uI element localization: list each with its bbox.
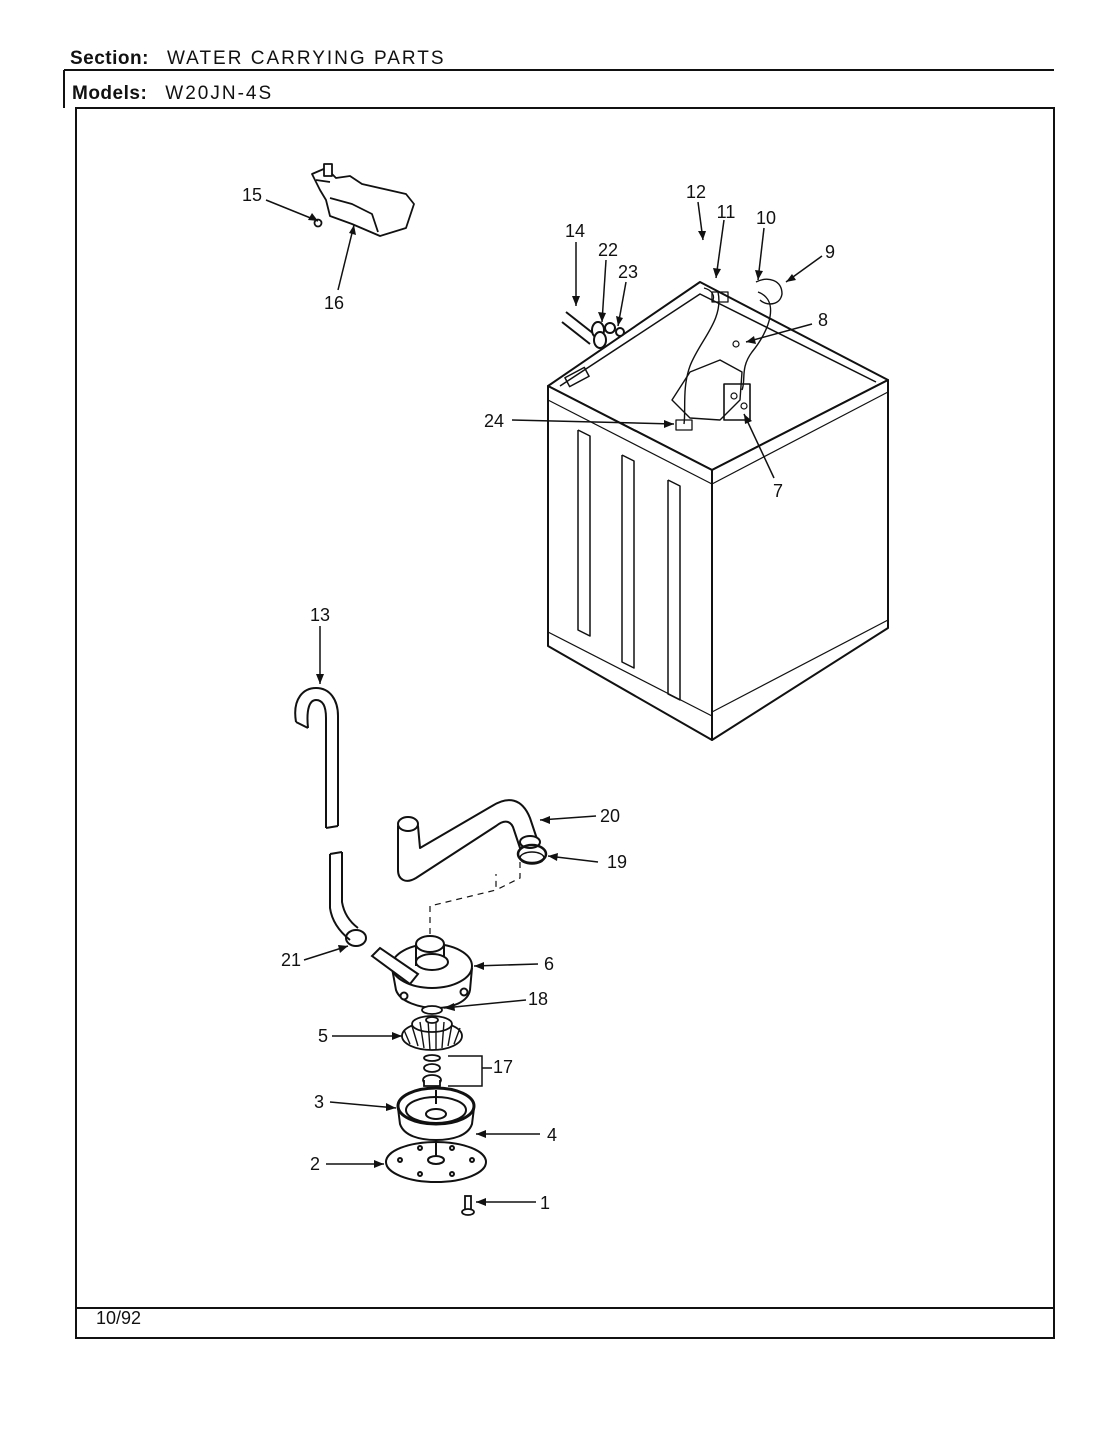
pump-seal bbox=[421, 1005, 443, 1015]
callout-16: 16 bbox=[324, 293, 344, 313]
section-heading: Section: WATER CARRYING PARTS bbox=[70, 48, 446, 70]
callout-19: 19 bbox=[607, 852, 627, 872]
model-number: W20JN-4S bbox=[165, 83, 274, 104]
callout-2: 2 bbox=[310, 1154, 320, 1174]
leader-arrowheads bbox=[308, 213, 796, 1206]
models-label: Models: bbox=[72, 83, 148, 104]
pump-outlet-hose bbox=[329, 851, 367, 947]
callout-10: 10 bbox=[756, 208, 776, 228]
callout-labels: 1 2 3 4 5 6 7 8 9 10 11 12 13 14 15 16 1… bbox=[242, 182, 835, 1213]
callout-6: 6 bbox=[544, 954, 554, 974]
callout-9: 9 bbox=[825, 242, 835, 262]
callout-22: 22 bbox=[598, 240, 618, 260]
callout-20: 20 bbox=[600, 806, 620, 826]
impeller bbox=[401, 1015, 463, 1051]
callout-3: 3 bbox=[314, 1092, 324, 1112]
revision-date: 10/92 bbox=[96, 1308, 142, 1328]
callout-8: 8 bbox=[818, 310, 828, 330]
callout-1: 1 bbox=[540, 1193, 550, 1213]
pump-inlet-hose bbox=[397, 799, 541, 882]
alignment-lines bbox=[429, 862, 521, 934]
callout-7: 7 bbox=[773, 481, 783, 501]
section-title: WATER CARRYING PARTS bbox=[166, 48, 446, 69]
section-label: Section: bbox=[70, 48, 149, 69]
callout-11: 11 bbox=[717, 202, 736, 222]
pump-base bbox=[396, 1086, 476, 1142]
page-frame bbox=[63, 69, 1055, 1339]
callout-5: 5 bbox=[318, 1026, 328, 1046]
callout-15: 15 bbox=[242, 185, 262, 205]
callout-24: 24 bbox=[484, 411, 504, 431]
drain-hose bbox=[294, 687, 339, 829]
screw bbox=[461, 1195, 475, 1216]
hose-clamp bbox=[516, 843, 548, 865]
cover-plate bbox=[385, 1140, 487, 1183]
callout-17: 17 bbox=[493, 1057, 513, 1077]
callout-13: 13 bbox=[310, 605, 330, 625]
callout-14: 14 bbox=[565, 221, 585, 241]
fill-hose-connector bbox=[561, 311, 625, 349]
callout-4: 4 bbox=[547, 1125, 557, 1145]
washer-cabinet bbox=[547, 278, 889, 741]
callout-23: 23 bbox=[618, 262, 638, 282]
mounting-bracket bbox=[311, 163, 415, 237]
callout-12: 12 bbox=[686, 182, 706, 202]
callout-18: 18 bbox=[528, 989, 548, 1009]
models-heading: Models: W20JN-4S bbox=[72, 83, 273, 105]
spacer-washers bbox=[422, 1054, 442, 1087]
water-pump bbox=[370, 935, 473, 1010]
callout-21: 21 bbox=[281, 950, 301, 970]
